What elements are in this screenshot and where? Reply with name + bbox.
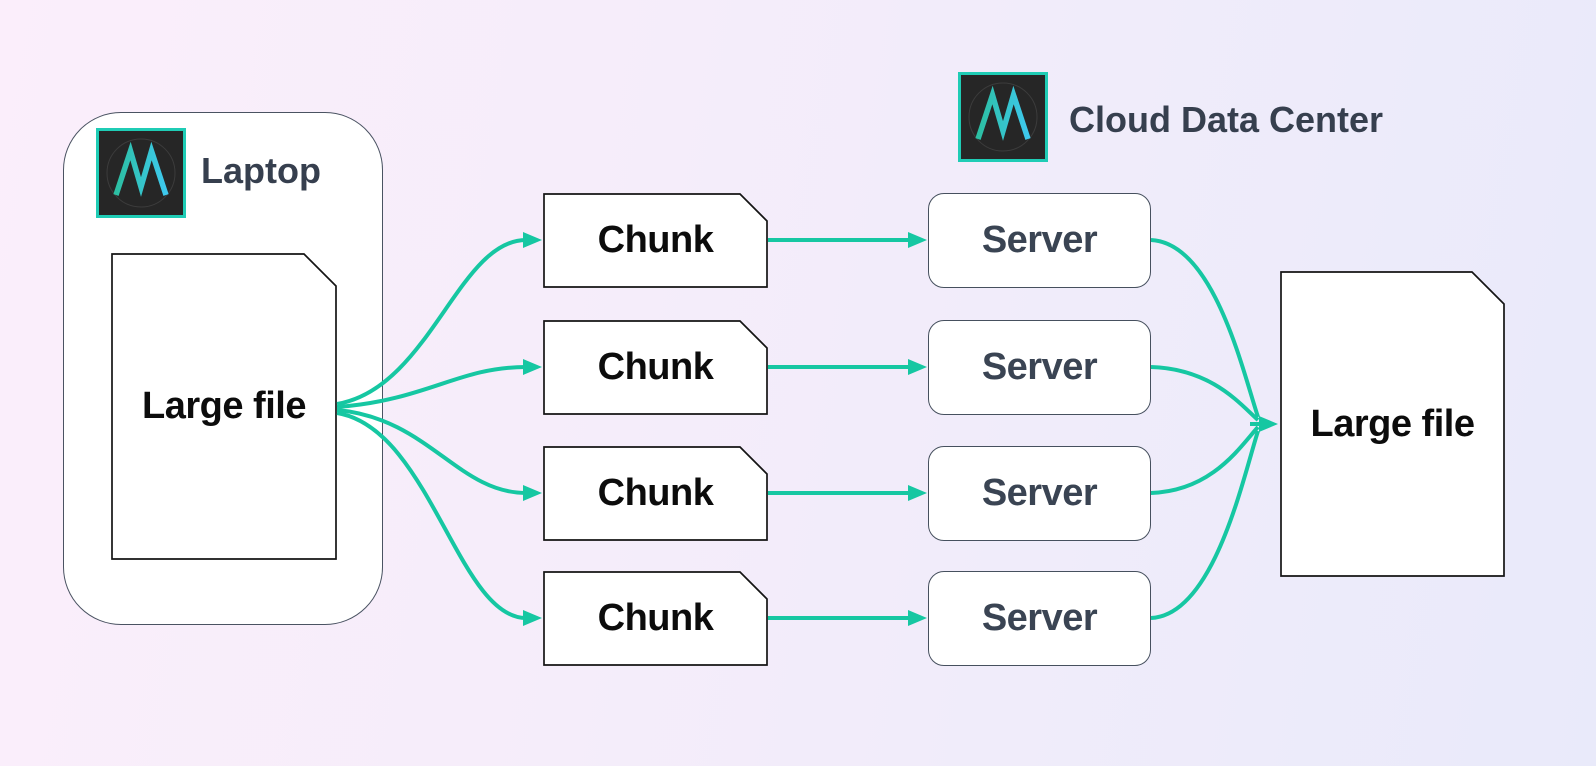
server-to-file-arrow-4 (1150, 430, 1260, 620)
chunk-label: Chunk (597, 346, 714, 388)
document-shape (543, 571, 768, 666)
m-zigzag-logo-icon (958, 72, 1048, 162)
m-zigzag-logo-glyph (106, 138, 176, 208)
m-zigzag-logo-icon (96, 128, 186, 218)
m-zigzag-logo-glyph (968, 82, 1038, 152)
chunk-node-1: Chunk (543, 193, 768, 288)
server-node-3: Server (928, 446, 1151, 541)
cloud-data-center-title: Cloud Data Center (1069, 99, 1384, 140)
chunk-node-4: Chunk (543, 571, 768, 666)
large-file-label: Large file (1310, 402, 1475, 445)
server-node-4: Server (928, 571, 1151, 666)
document-shape (111, 253, 337, 560)
chunk-node-2: Chunk (543, 320, 768, 415)
document-shape (543, 320, 768, 415)
chunk-label: Chunk (597, 472, 714, 514)
large-file-document-right: Large file (1280, 271, 1505, 577)
server-to-file-arrow-3 (1150, 425, 1260, 495)
document-shape (543, 446, 768, 541)
chunk-node-3: Chunk (543, 446, 768, 541)
server-node-2: Server (928, 320, 1151, 415)
server-to-file-arrow-2 (1150, 365, 1260, 422)
server-node-1: Server (928, 193, 1151, 288)
chunk-label: Chunk (597, 597, 714, 639)
large-file-label: Large file (142, 385, 306, 427)
document-shape (543, 193, 768, 288)
chunk-label: Chunk (597, 219, 714, 261)
server-to-file-arrow-1 (1150, 238, 1260, 418)
laptop-title: Laptop (201, 150, 321, 191)
large-file-document-left: Large file (111, 253, 337, 560)
document-shape (1280, 271, 1505, 577)
